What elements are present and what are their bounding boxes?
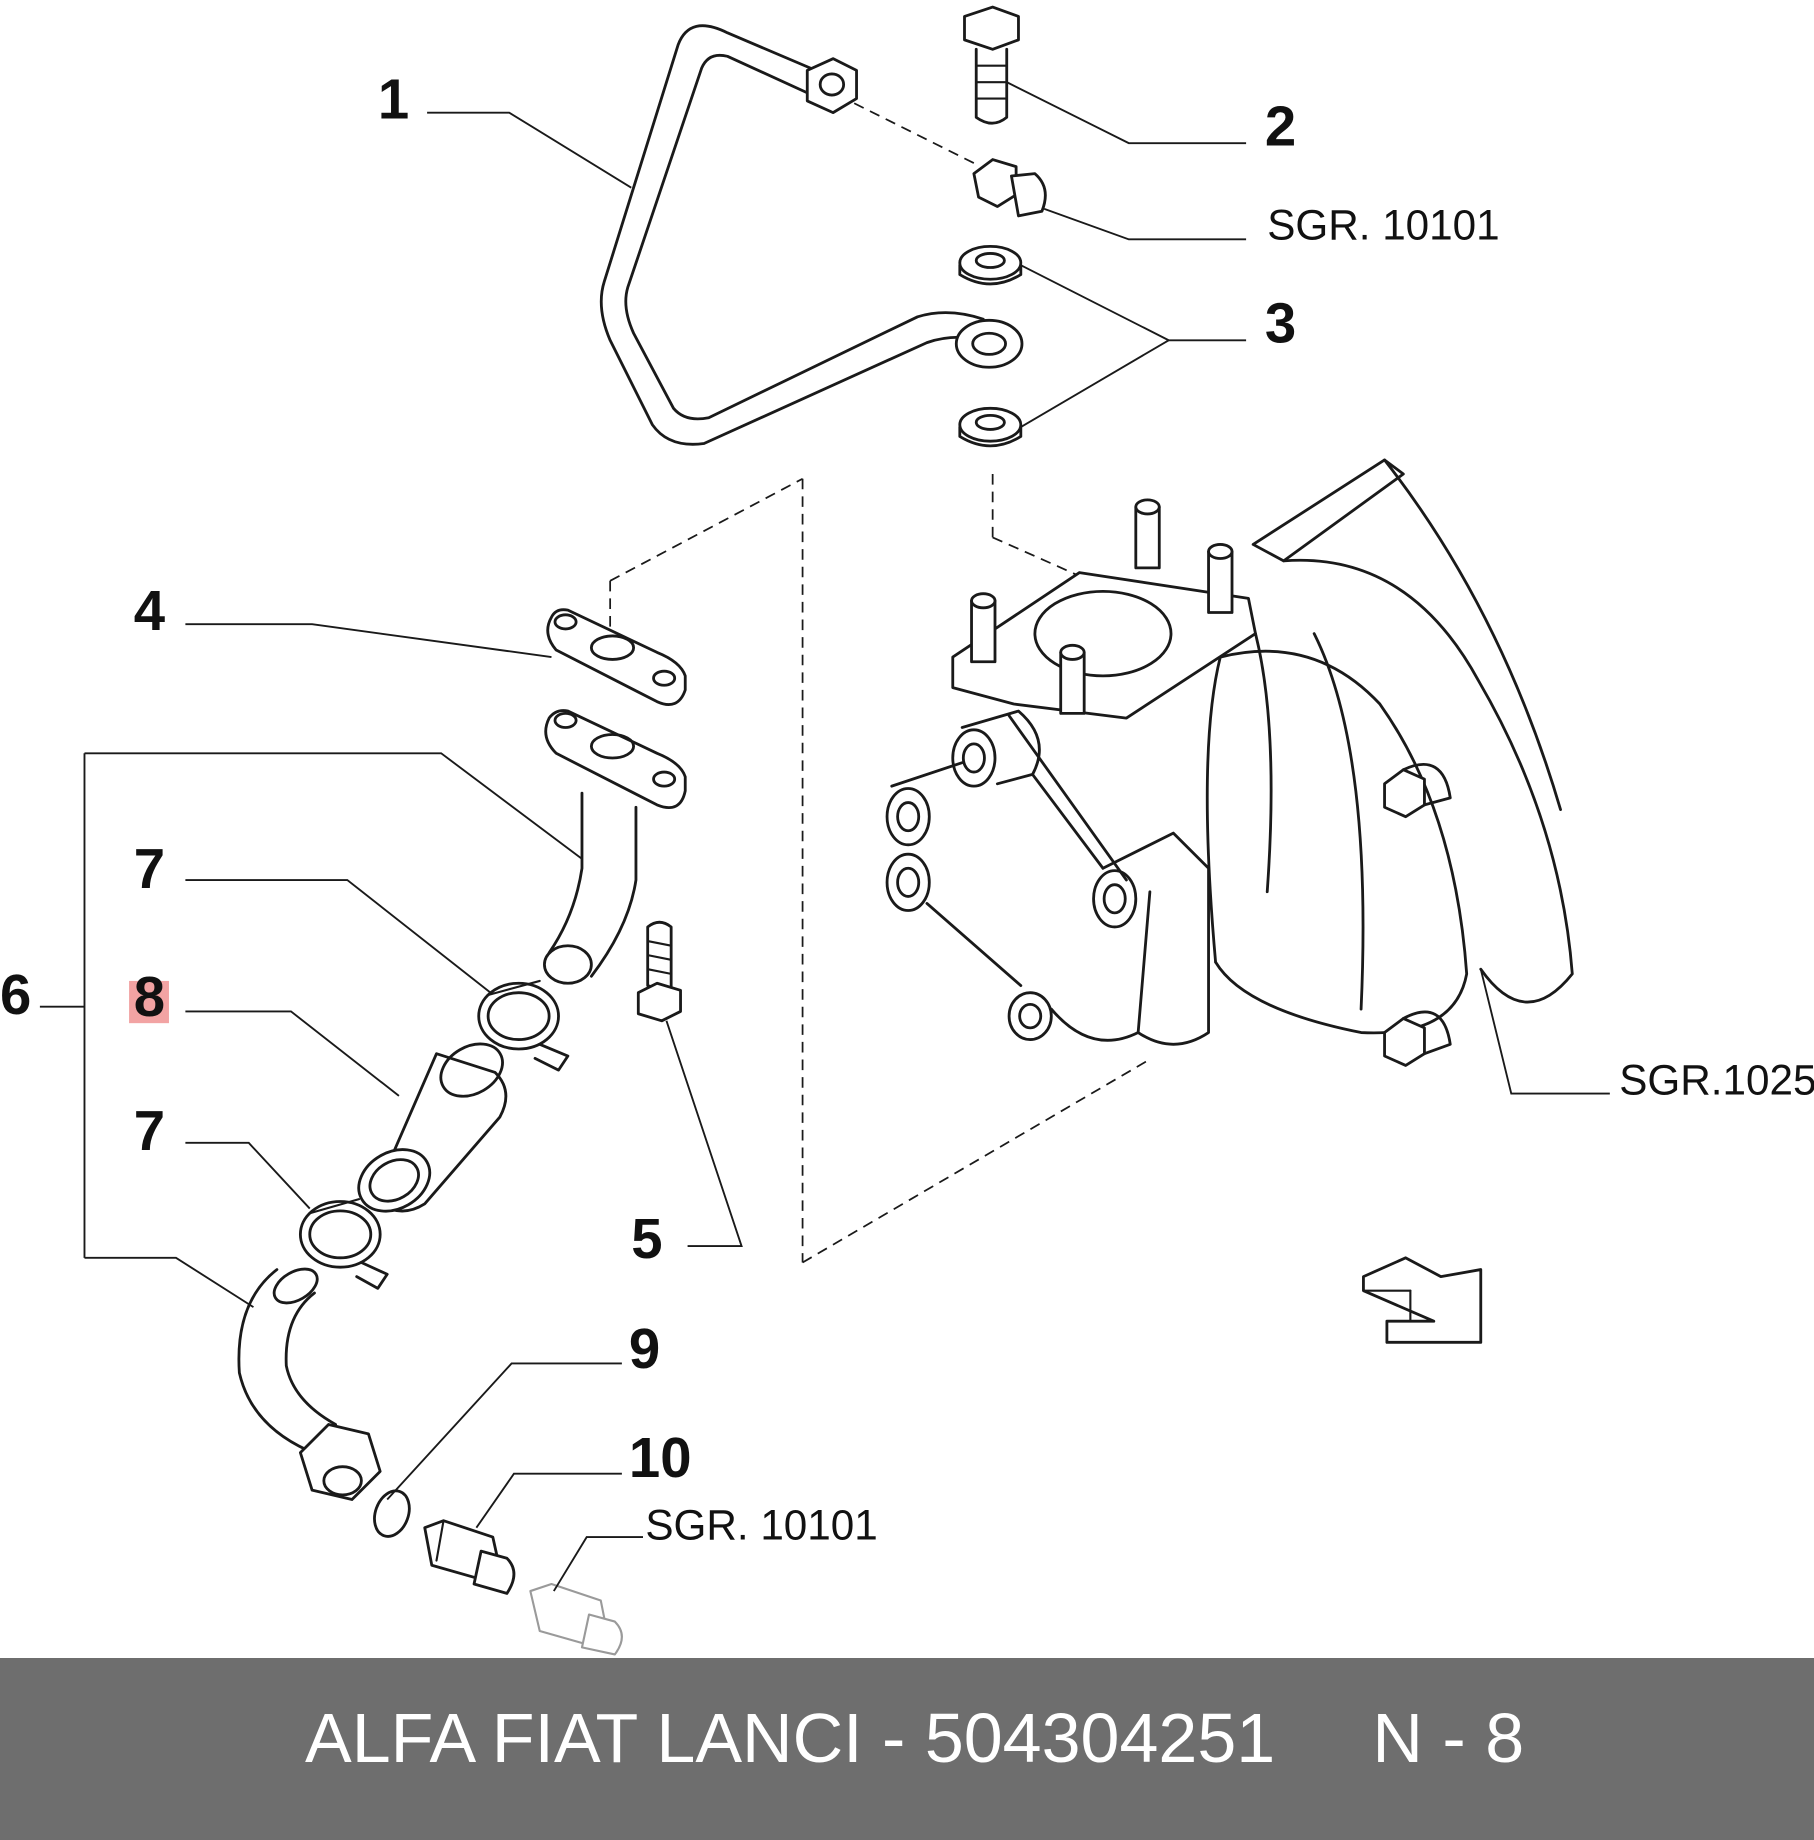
callout-7-lower: 7 xyxy=(134,1099,165,1162)
part-10-union-fitting xyxy=(423,1519,516,1595)
callout-5: 5 xyxy=(631,1207,662,1270)
part-7-clamp-upper xyxy=(477,979,570,1072)
assembly-outline xyxy=(609,477,1148,1264)
callout-3: 3 xyxy=(1265,292,1296,355)
part-7-clamp-lower xyxy=(298,1198,389,1290)
callout-6: 6 xyxy=(0,963,31,1026)
reference-fitting-faint xyxy=(529,1582,623,1656)
callout-9: 9 xyxy=(629,1317,660,1380)
ref-label-top: SGR. 10101 xyxy=(1267,201,1499,248)
callout-4: 4 xyxy=(134,579,166,642)
ref-label-turbo: SGR.10252 xyxy=(1619,1057,1814,1104)
callout-8-highlight xyxy=(129,980,169,1024)
part-3-washers xyxy=(958,244,1023,448)
callout-2: 2 xyxy=(1265,94,1296,157)
footer-part-number: ALFA FIAT LANCI - 504304251 N - 8 xyxy=(305,1699,1525,1777)
part-6-drain-pipe-upper xyxy=(543,709,687,985)
part-1-oil-feed-pipe xyxy=(599,24,1024,446)
direction-arrow xyxy=(1362,1256,1483,1344)
part-2-bolt xyxy=(963,5,1020,125)
parts-diagram: 1 2 3 4 5 6 7 8 7 9 10 SGR. 10101 SGR.10… xyxy=(0,5,1814,1656)
leader-lines xyxy=(39,81,1610,1592)
turbocharger xyxy=(885,458,1574,1067)
part-9-o-ring xyxy=(373,1489,411,1538)
callout-7-upper: 7 xyxy=(134,837,165,900)
part-5-bolt xyxy=(636,920,682,1023)
callout-8: 8 xyxy=(134,965,165,1028)
banjo-fitting-top xyxy=(972,158,1047,218)
callout-1: 1 xyxy=(378,68,409,131)
part-4-gasket xyxy=(546,608,687,706)
part-8-hose xyxy=(357,1042,508,1213)
footer-bar xyxy=(0,1658,1814,1840)
callout-10: 10 xyxy=(629,1426,692,1489)
ref-label-bottom: SGR. 10101 xyxy=(645,1501,877,1548)
part-6-drain-pipe-lower xyxy=(237,1267,382,1501)
